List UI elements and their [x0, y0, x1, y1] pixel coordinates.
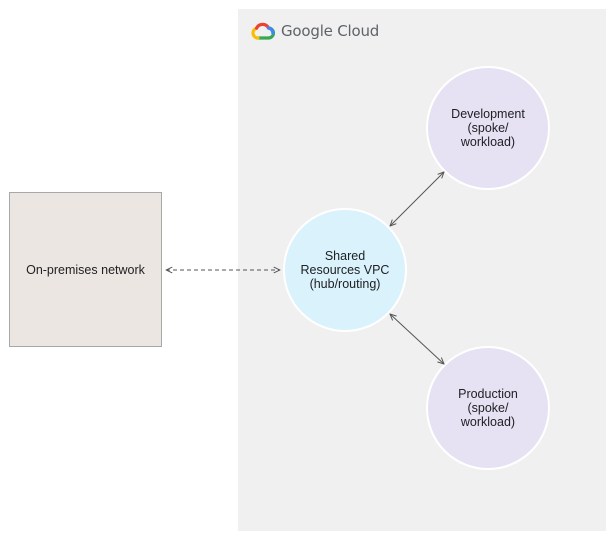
production-label: Production (spoke/ workload) — [458, 387, 518, 429]
on-premises-network-box: On-premises network — [9, 192, 162, 347]
hub-to-development-connector — [390, 172, 444, 226]
hub-to-production-connector — [390, 314, 444, 364]
production-node: Production (spoke/ workload) — [426, 346, 550, 470]
shared-resources-vpc-node: Shared Resources VPC (hub/routing) — [283, 208, 407, 332]
google-cloud-logo-icon — [251, 22, 275, 40]
on-premises-network-label: On-premises network — [26, 262, 145, 277]
google-cloud-logo: Google Cloud — [251, 21, 379, 40]
development-node: Development (spoke/ workload) — [426, 66, 550, 190]
development-label: Development (spoke/ workload) — [451, 107, 525, 149]
shared-resources-vpc-label: Shared Resources VPC (hub/routing) — [300, 249, 390, 291]
google-cloud-wordmark: Google Cloud — [281, 21, 380, 40]
